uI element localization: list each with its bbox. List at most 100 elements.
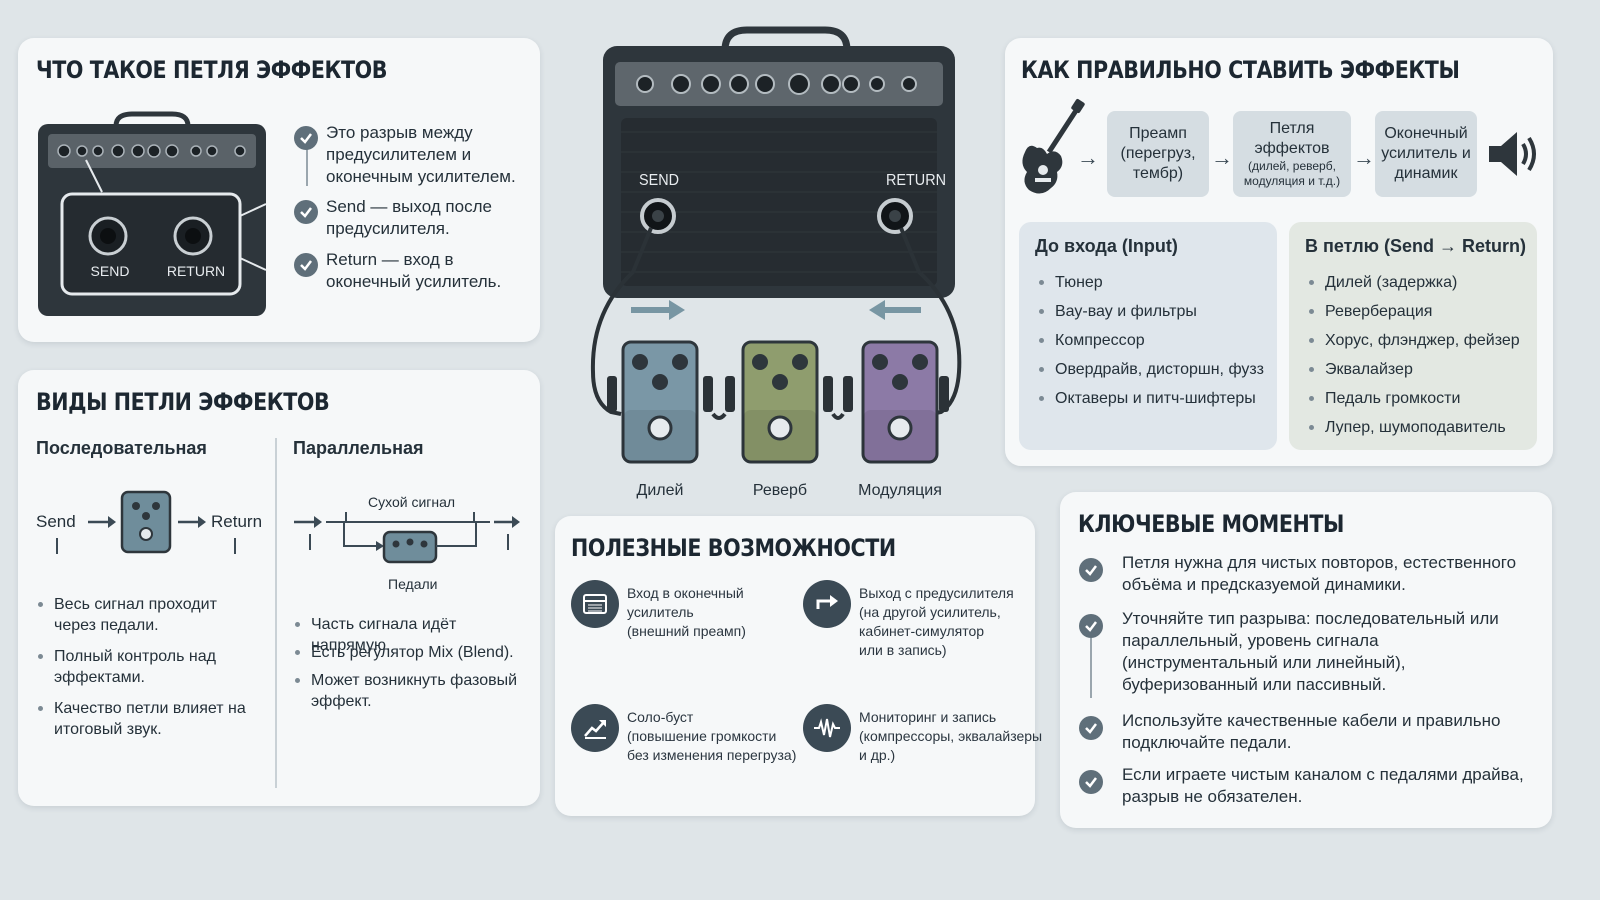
what-is-point-1: Это разрыв между предусилителем и оконеч…: [326, 123, 516, 186]
serial-send-tick: [56, 538, 58, 554]
flow-box-preamp-label: Преамп (перегруз, тембр): [1120, 125, 1196, 182]
key-point-item: Петля нужна для чистых повторов, естеств…: [1122, 553, 1517, 594]
list-item: Октаверы и питч-шифтеры: [1039, 390, 1256, 407]
flow-box-power-amp: Оконечный усилитель и динамик: [1375, 111, 1477, 197]
pedal-body: [861, 340, 939, 464]
pedal-0: [621, 340, 699, 464]
amp-input-icon: [571, 580, 619, 628]
flow-box-power-amp-label: Оконечный усилитель и динамик: [1381, 125, 1471, 182]
what-is-timeline-line: [306, 148, 308, 186]
feature-text-line: Вход в оконечный: [627, 585, 744, 601]
pedal-1: [741, 340, 819, 464]
check-icon: [1079, 558, 1103, 582]
features-title: ПОЛЕЗНЫЕ ВОЗМОЖНОСТИ: [571, 534, 896, 562]
what-is-card: ЧТО ТАКОЕ ПЕТЛЯ ЭФФЕКТОВ SEND RETURN Это…: [18, 38, 540, 342]
feature-text-line: (повышение громкости: [627, 728, 777, 744]
flow-arrow: →: [1211, 145, 1233, 170]
pedal-body: [621, 340, 699, 464]
check-icon: [294, 200, 318, 224]
parallel-diagram: [294, 512, 520, 564]
feature-text-line: Мониторинг и запись: [859, 709, 997, 725]
arrow-right-icon: [803, 580, 851, 628]
small-amp-return-label: RETURN: [166, 263, 226, 279]
flow-arrow: →: [1077, 145, 1099, 170]
feature-text: Соло-буст (повышение громкости без изменен…: [627, 708, 807, 765]
feature-text-line: (на другой усилитель,: [859, 604, 1001, 620]
key-point-item: Уточняйте тип разрыва: последовательный …: [1122, 609, 1499, 694]
feature-text-line: (компрессоры, эквалайзеры: [859, 728, 1043, 744]
boost-chart-icon: [571, 704, 619, 752]
check-icon: [294, 253, 318, 277]
parallel-title: Параллельная: [293, 438, 424, 458]
check-icon: [1079, 716, 1103, 740]
loop-subcard: В петлю (Send → Return) Дилей (задержка)…: [1289, 222, 1537, 450]
features-card: ПОЛЕЗНЫЕ ВОЗМОЖНОСТИ Вход в оконечный уси…: [555, 516, 1042, 816]
pedal-label: Модуляция: [858, 482, 942, 499]
serial-item: Полный контроль над эффектами.: [38, 646, 254, 688]
list-item: Реверберация: [1308, 303, 1433, 320]
feature-text-line: Выход с предусилителя: [859, 585, 1014, 601]
check-icon: [1079, 614, 1103, 638]
feature-text: Мониторинг и запись (компрессоры, эквалай…: [859, 708, 1043, 765]
input-subcard-title: До входа (Input): [1035, 236, 1178, 256]
parallel-pedals-label: Педали: [388, 576, 438, 592]
feature-text: Вход в оконечный усилитель (внешний преамп…: [627, 584, 807, 641]
list-item: Эквалайзер: [1309, 361, 1413, 378]
parallel-dry-label: Сухой сигнал: [368, 494, 456, 510]
key-point-item: Используйте качественные кабели и правил…: [1122, 711, 1501, 752]
small-amp-illustration: [38, 111, 267, 316]
pedal-label: Дилей: [636, 482, 684, 499]
what-is-point-3: Return — вход в оконечный усилитель.: [326, 250, 502, 291]
speaker-icon: [1489, 132, 1536, 176]
serial-item: Весь сигнал проходит через педали.: [38, 594, 254, 636]
parallel-item: Есть регулятор Mix (Blend).: [295, 642, 533, 663]
list-item: Педаль громкости: [1308, 390, 1461, 407]
types-card: ВИДЫ ПЕТЛИ ЭФФЕКТОВ Последовательная Пар…: [18, 370, 540, 806]
feature-text-line: кабинет-симулятор: [859, 623, 985, 639]
key-point-item: Если играете чистым каналом с педалями д…: [1122, 765, 1524, 806]
what-is-title: ЧТО ТАКОЕ ПЕТЛЯ ЭФФЕКТОВ: [36, 56, 388, 84]
serial-send-label: Send: [36, 512, 76, 531]
feature-text-line: и др.): [859, 747, 896, 763]
key-points-title: КЛЮЧЕВЫЕ МОМЕНТЫ: [1078, 510, 1345, 538]
serial-return-tick: [234, 538, 236, 554]
flow-box-loop-sub: (дилей, реверб, модуляция и т.д.): [1243, 159, 1341, 188]
parallel-item: Часть сигнала идёт напрямую.: [295, 614, 533, 656]
list-item: Хорус, флэнджер, фейзер: [1309, 332, 1520, 349]
feature-text-line: (внешний преамп): [627, 623, 746, 639]
placement-title: КАК ПРАВИЛЬНО СТАВИТЬ ЭФФЕКТЫ: [1021, 56, 1460, 84]
key-points-timeline-line: [1090, 638, 1092, 698]
parallel-item: Может возникнуть фазовый эффект.: [295, 670, 533, 712]
check-icon: [1079, 770, 1103, 794]
feature-text-line: без изменения перегруза): [627, 747, 797, 763]
types-divider: [275, 438, 277, 788]
list-item: Вау-вау и фильтры: [1039, 303, 1197, 320]
serial-title: Последовательная: [36, 438, 207, 458]
pedal-label: Реверб: [752, 482, 808, 499]
placement-card: КАК ПРАВИЛЬНО СТАВИТЬ ЭФФЕКТЫ → Преамп (…: [1005, 38, 1553, 466]
serial-diagram: [88, 490, 206, 554]
center-send-label: SEND: [638, 172, 679, 189]
flow-arrow: →: [1353, 145, 1375, 170]
feature-text-line: или в запись): [859, 642, 947, 658]
center-amp-illustration: [590, 26, 962, 420]
key-points-card: КЛЮЧЕВЫЕ МОМЕНТЫ Петля нужна для чистых …: [1060, 492, 1552, 828]
flow-box-preamp: Преамп (перегруз, тембр): [1107, 111, 1209, 197]
feature-text-line: усилитель: [627, 604, 694, 620]
loop-subcard-title: В петлю (Send → Return): [1305, 236, 1527, 256]
pedal-2: [861, 340, 939, 464]
serial-item: Качество петли влияет на итоговый звук.: [38, 698, 254, 740]
list-item: Компрессор: [1039, 332, 1145, 349]
flow-box-loop: Петля эффектов (дилей, реверб, модуляция…: [1233, 111, 1351, 197]
check-icon: [294, 126, 318, 150]
what-is-point-2: Send — выход после предусилителя.: [326, 197, 492, 238]
small-amp-send-label: SEND: [90, 263, 130, 279]
list-item: Тюнер: [1039, 274, 1103, 291]
types-title: ВИДЫ ПЕТЛИ ЭФФЕКТОВ: [36, 388, 330, 416]
center-return-label: RETURN: [885, 172, 946, 189]
feature-text-line: Соло-буст: [627, 709, 694, 725]
waveform-icon: [803, 704, 851, 752]
list-item: Овердрайв, дисторшн, фузз: [1039, 361, 1264, 378]
feature-text: Выход с предусилителя (на другой усилител…: [859, 584, 1039, 660]
